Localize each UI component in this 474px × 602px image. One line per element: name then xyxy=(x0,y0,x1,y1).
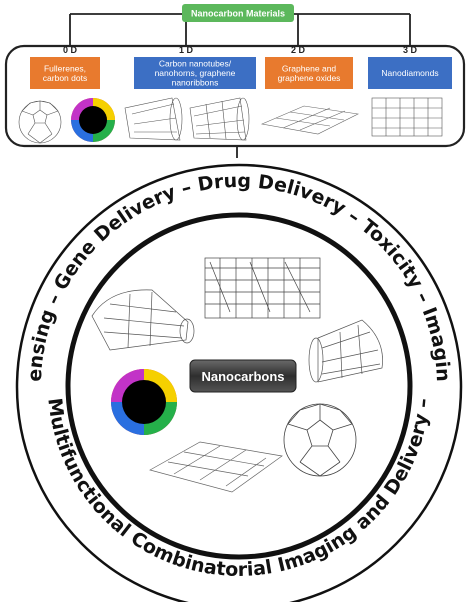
carbon-dot-thumbnail xyxy=(71,98,115,142)
nanodiamond-thumbnail xyxy=(371,97,443,137)
category-label: Graphene and xyxy=(282,63,337,73)
category-label: nanohorns, graphene xyxy=(155,68,236,78)
header-title-box xyxy=(182,4,294,22)
category-label: Nanodiamonds xyxy=(381,68,438,78)
graphene-illustration xyxy=(149,441,283,493)
nanodiamond-illustration xyxy=(204,257,321,319)
fullerene-illustration xyxy=(283,403,357,477)
carbon-dot-illustration xyxy=(111,369,177,435)
category-boxes: 0 D Fullerenes,carbon dots 1 D Carbon nanot… xyxy=(30,45,452,89)
category-label: Fullerenes, xyxy=(44,63,86,73)
nanohorn-thumbnail xyxy=(124,97,183,141)
dimension-label: 0 D xyxy=(63,45,78,55)
category-label: Carbon nanotubes/ xyxy=(159,59,232,69)
nanotube-thumbnail xyxy=(189,97,250,141)
category-box xyxy=(30,57,100,89)
category-box xyxy=(368,57,452,89)
category-label: nanoribbons xyxy=(172,78,219,88)
category-label: graphene oxides xyxy=(278,73,341,83)
nanohorn-illustration xyxy=(91,289,195,351)
dimension-label: 1 D xyxy=(179,45,194,55)
category-box xyxy=(265,57,353,89)
nanotube-illustration xyxy=(308,319,383,383)
category-label: carbon dots xyxy=(43,73,87,83)
dimension-label: 3 D xyxy=(403,45,418,55)
category-box xyxy=(134,57,256,89)
dimension-label: 2 D xyxy=(291,45,306,55)
graphene-thumbnail xyxy=(260,105,359,135)
header-title: Nanocarbon Materials xyxy=(191,9,285,19)
center-label-box xyxy=(189,359,297,393)
center-label: Nanocarbons xyxy=(201,369,284,384)
fullerene-thumbnail xyxy=(18,100,62,144)
